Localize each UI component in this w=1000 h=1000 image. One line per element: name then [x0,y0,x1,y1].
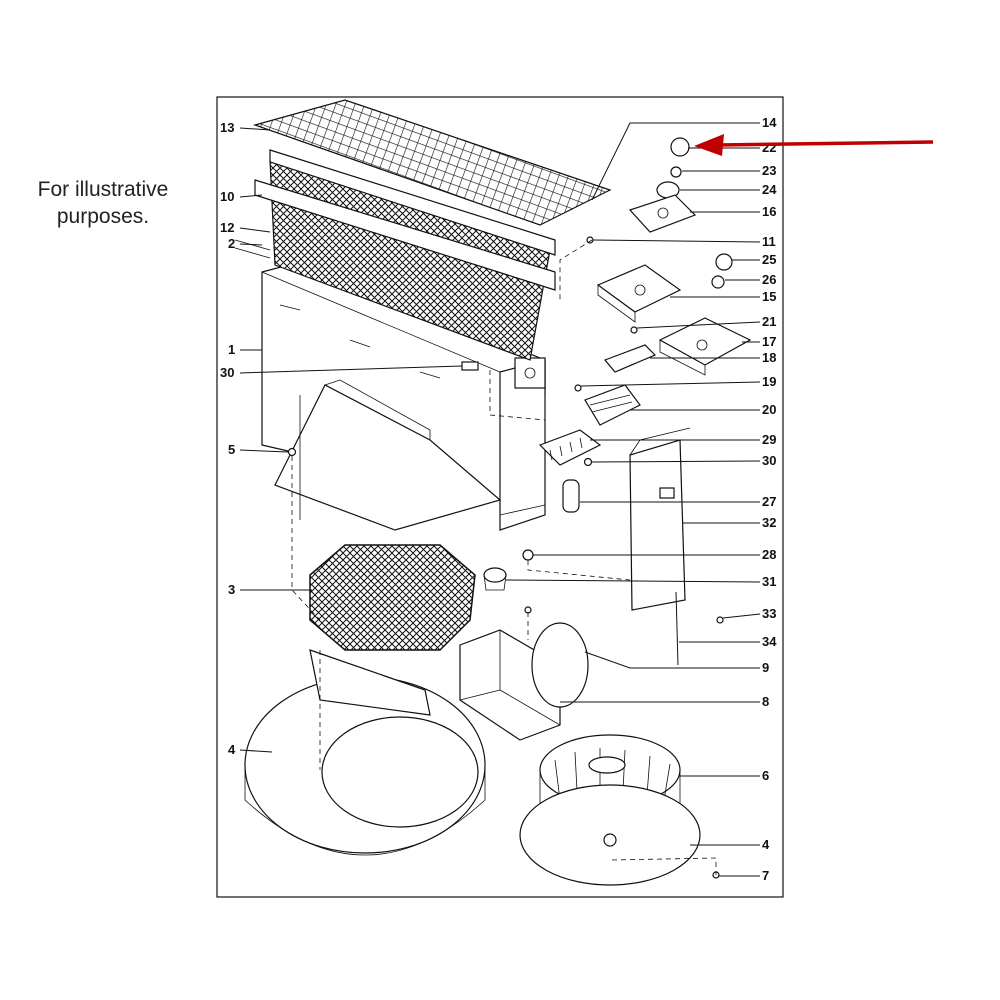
part-21-screw [630,326,638,334]
label-5: 5 [228,442,235,457]
assembly-guide-lines [291,239,717,875]
label-21: 21 [762,314,776,329]
part-34-rod [675,591,679,666]
label-24: 24 [762,182,777,197]
label-34: 34 [762,634,777,649]
label-6: 6 [762,768,769,783]
label-25: 25 [762,252,776,267]
label-4-left: 4 [228,742,236,757]
label-22: 22 [762,140,776,155]
label-11: 11 [762,234,776,249]
label-33: 33 [762,606,776,621]
label-31: 31 [762,574,776,589]
part-30-screw-right [583,457,593,467]
label-13: 13 [220,120,234,135]
part-labels: 13 10 12 2 1 30 5 3 4 14 22 23 24 16 11 … [220,115,777,883]
label-18: 18 [762,350,776,365]
label-1: 1 [228,342,235,357]
label-15: 15 [762,289,776,304]
part-4-back-plate [519,784,720,886]
label-16: 16 [762,204,776,219]
part-4-scroll-housing [244,649,486,856]
label-30-left: 30 [220,365,234,380]
label-2: 2 [228,236,235,251]
part-26-knob [711,275,725,289]
part-5-hood [274,379,502,531]
part-25-knob [715,253,733,271]
label-32: 32 [762,515,776,530]
part-29-terminal-block [538,429,602,466]
label-30-right: 30 [762,453,776,468]
highlight-arrow [694,134,934,156]
label-9: 9 [762,660,769,675]
label-27: 27 [762,494,776,509]
label-26: 26 [762,272,776,287]
part-13-top-grille [252,99,612,226]
part-19-screw [574,384,582,392]
label-17: 17 [762,334,776,349]
label-19: 19 [762,374,776,389]
part-8-outlet-duct [459,606,589,741]
part-20-transformer [584,384,641,426]
label-3: 3 [228,582,235,597]
label-10: 10 [220,189,234,204]
part-22-knob-cap [670,137,690,157]
part-28-nut [522,549,534,561]
illustrative-caption: For illustrative purposes. [37,178,169,228]
part-30-screw-left [461,361,479,371]
part-31-grommet [483,567,507,591]
part-23-nut [670,166,682,178]
label-4-right: 4 [762,837,770,852]
part-3-mesh-guard [309,544,476,651]
leader-lines [239,122,761,877]
part-16-mounting-plate [628,194,697,233]
label-7: 7 [762,868,769,883]
part-18-bracket [603,344,657,373]
part-10-heat-exchanger-coil [234,149,556,361]
part-27-capacitor [562,479,580,513]
label-29: 29 [762,432,776,447]
part-15-control-box [596,264,682,323]
label-12: 12 [220,220,234,235]
label-8: 8 [762,694,769,709]
label-20: 20 [762,402,776,417]
label-14: 14 [762,115,777,130]
diagram-frame [216,96,784,898]
part-33-screw [716,616,724,624]
label-28: 28 [762,547,776,562]
label-23: 23 [762,163,776,178]
part-32-bracket [629,427,691,611]
